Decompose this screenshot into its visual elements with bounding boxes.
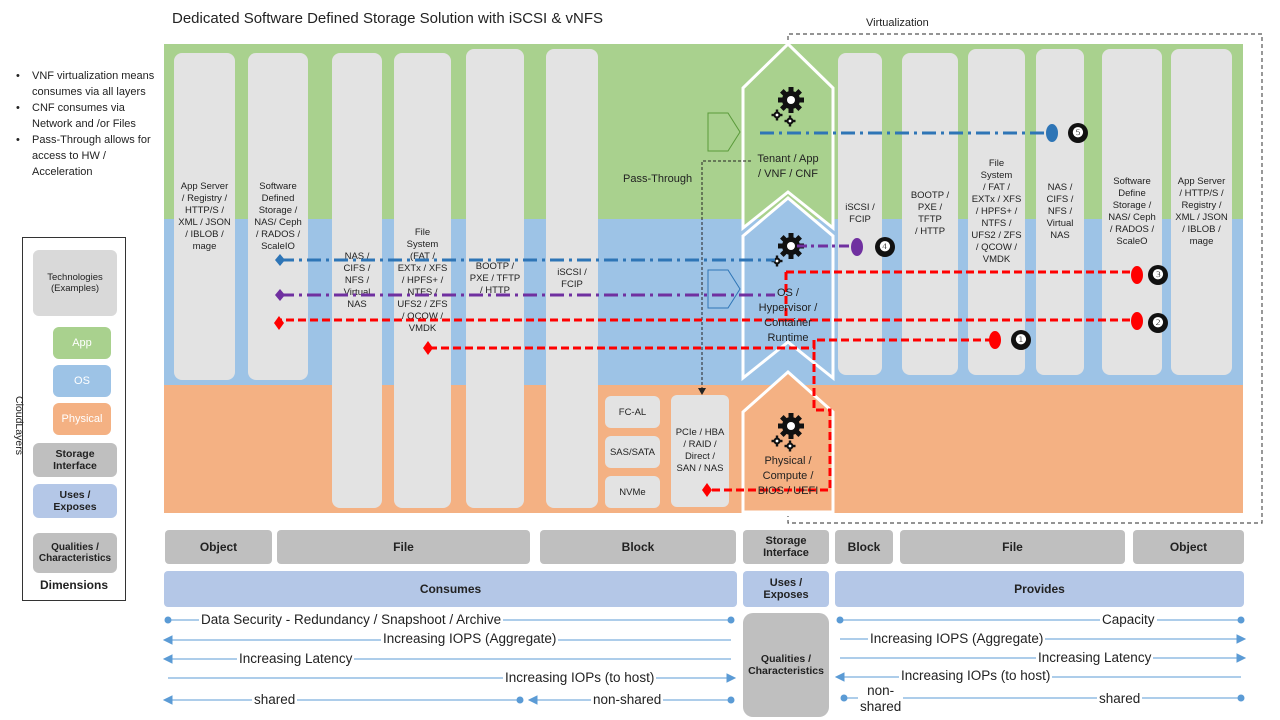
connection-endpoint-1 xyxy=(989,331,1001,349)
bullet-item: CNF consumes via Network and /or Files xyxy=(12,100,160,132)
left-column-bootp: BOOTP / PXE / TFTP / HTTP xyxy=(466,49,524,508)
app-chevron xyxy=(741,41,835,232)
physical-compute-label: Physical / Compute / BIOS / UEFI xyxy=(757,455,819,497)
physical-layer-legend: Physical xyxy=(53,403,111,435)
quality-data-security: Data Security - Redundancy / Snapshoot /… xyxy=(199,612,504,628)
connection-endpoint-2 xyxy=(1131,312,1143,330)
quality-iops-host-left: Increasing IOPs (to host) xyxy=(503,670,657,686)
left-block-interface: Block xyxy=(540,530,736,564)
marker-1: ❶ xyxy=(1011,330,1031,350)
right-object-interface: Object xyxy=(1133,530,1244,564)
virtualization-label: Virtualization xyxy=(866,17,929,29)
quality-latency-right: Increasing Latency xyxy=(1036,650,1154,666)
technologies-box: Technologies (Examples) xyxy=(33,250,117,316)
uses-exposes-legend: Uses / Exposes xyxy=(33,484,117,518)
os-chevron xyxy=(741,196,835,382)
quality-iops-aggregate-right: Increasing IOPS (Aggregate) xyxy=(868,631,1046,647)
quality-latency-left: Increasing Latency xyxy=(237,651,355,667)
connection-endpoint-4 xyxy=(851,238,863,256)
right-column-app-server: App Server / HTTP/S / Registry / XML / J… xyxy=(1171,49,1232,375)
quality-non-shared-left: non-shared xyxy=(591,692,664,708)
app-small-arrow xyxy=(707,112,741,152)
os-layer-legend: OS xyxy=(53,365,111,397)
connection-endpoint-pcie xyxy=(702,483,712,497)
left-object-interface: Object xyxy=(165,530,272,564)
connection-endpoint-blue-left xyxy=(275,254,285,266)
right-block-interface: Block xyxy=(835,530,893,564)
os-small-arrow xyxy=(707,269,741,309)
diagram-title: Dedicated Software Defined Storage Solut… xyxy=(172,10,604,27)
quality-non-shared-right: non- shared xyxy=(858,683,904,715)
sas-sata-box: SAS/SATA xyxy=(605,436,660,468)
right-file-interface: File xyxy=(900,530,1125,564)
virtualization-frame xyxy=(787,33,1263,524)
connection-endpoint-red-filesystem xyxy=(423,341,433,355)
app-gear-icon xyxy=(778,87,804,113)
marker-5: ❺ xyxy=(1068,123,1088,143)
connection-line-1 xyxy=(430,338,993,350)
quality-capacity: Capacity xyxy=(1100,612,1157,628)
dimensions-footer: Dimensions xyxy=(39,578,108,592)
connection-line-pcie xyxy=(710,340,832,492)
pass-through-arrowhead xyxy=(698,388,706,395)
connection-endpoint-3 xyxy=(1131,266,1143,284)
left-column-app-server: App Server / Registry / HTTP/S / XML / J… xyxy=(174,53,235,380)
consumes-bar: Consumes xyxy=(164,571,737,607)
storage-interface-center: Storage Interface xyxy=(743,530,829,564)
qualities-center: Qualities / Characteristics xyxy=(743,613,829,717)
physical-chevron xyxy=(741,369,835,514)
left-column-file-system: File System (FAT / EXTx / XFS / HPFS+ / … xyxy=(394,53,451,508)
left-column-iscsi: iSCSI / FCIP xyxy=(546,49,598,508)
qualities-legend: Qualities / Characteristics xyxy=(33,533,117,573)
nvme-box: NVMe xyxy=(605,476,660,508)
connection-endpoint-5 xyxy=(1046,124,1058,142)
pass-through-label: Pass-Through xyxy=(623,173,693,185)
quality-shared-right: shared xyxy=(1097,691,1143,707)
bullet-item: VNF virtualization means consumes via al… xyxy=(12,68,160,100)
uses-exposes-center: Uses / Exposes xyxy=(743,571,829,607)
marker-4: ❹ xyxy=(875,237,895,257)
marker-2: ❷ xyxy=(1148,313,1168,333)
os-hypervisor-label: OS / Hypervisor / Container Runtime xyxy=(758,287,818,344)
left-column-nas: NAS / CIFS / NFS / Virtual NAS xyxy=(332,53,382,508)
quality-shared-left: shared xyxy=(252,692,298,708)
connection-endpoint-purple-left xyxy=(275,289,285,301)
tenant-app-label: Tenant / App / VNF / CNF xyxy=(757,153,819,180)
fc-al-box: FC-AL xyxy=(605,396,660,428)
pcie-hba-box: PCIe / HBA / RAID / Direct / SAN / NAS xyxy=(671,395,729,507)
quality-iops-host-right: Increasing IOPs (to host) xyxy=(899,668,1053,684)
marker-3: ❸ xyxy=(1148,265,1168,285)
app-layer-legend: App xyxy=(53,327,111,359)
physical-gear-icon xyxy=(778,413,804,439)
dimensions-legend: Technologies (Examples) CloudLayers App … xyxy=(13,237,126,601)
pass-through-arrow xyxy=(701,160,751,390)
storage-interface-legend: Storage Interface xyxy=(33,443,117,477)
left-file-interface: File xyxy=(277,530,530,564)
connection-endpoint-red-left xyxy=(274,316,284,330)
provides-bar: Provides xyxy=(835,571,1244,607)
quality-iops-aggregate-left: Increasing IOPS (Aggregate) xyxy=(381,631,559,647)
bullet-item: Pass-Through allows for access to HW / A… xyxy=(12,132,160,180)
bullet-list: VNF virtualization means consumes via al… xyxy=(12,68,160,180)
